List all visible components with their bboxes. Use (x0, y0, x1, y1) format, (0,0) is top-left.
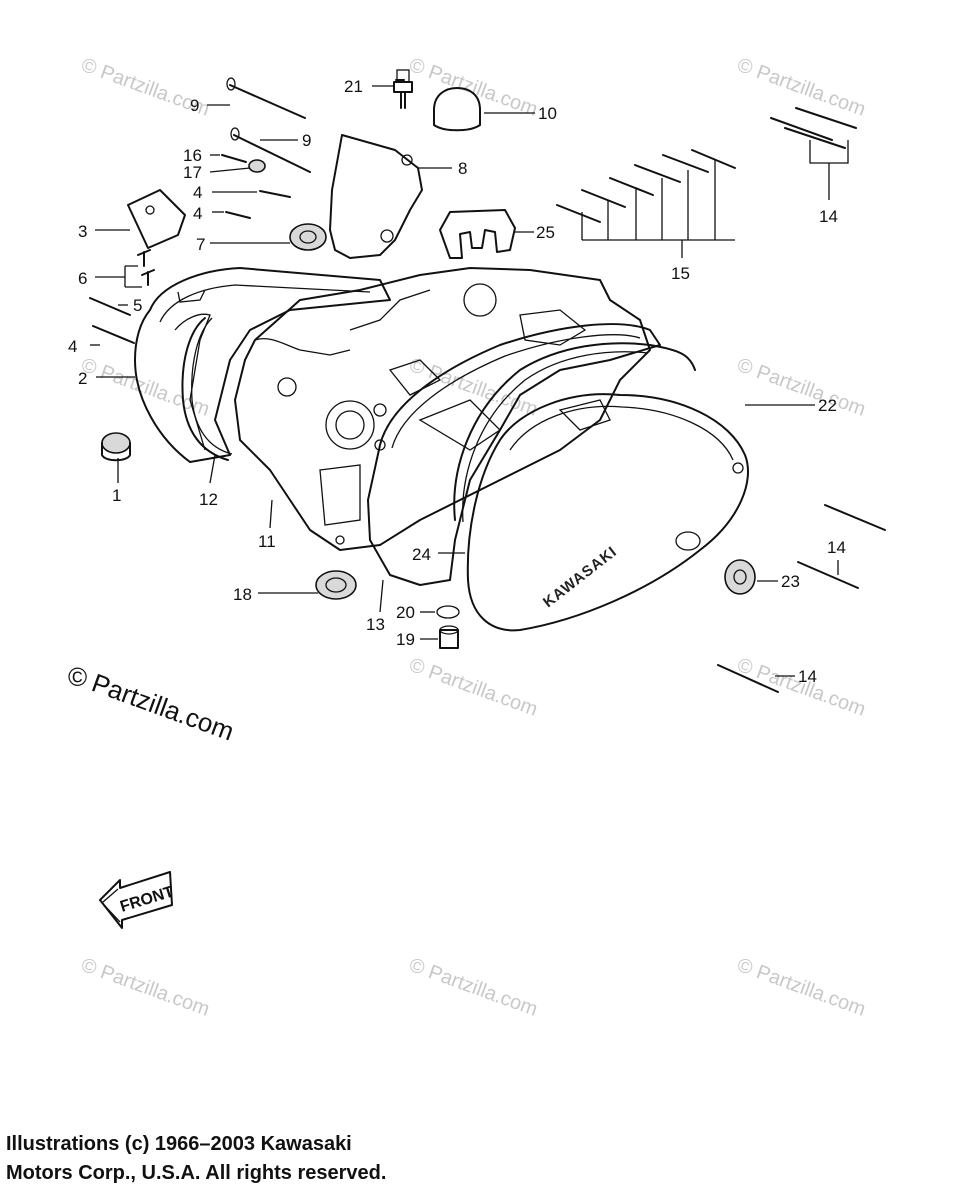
fitting-21 (393, 69, 413, 109)
callout-9: 9 (302, 131, 311, 150)
watermark: © Partzilla.com (734, 954, 868, 1021)
bolts (89, 77, 886, 693)
callout-22: 22 (818, 396, 837, 415)
callout-24: 24 (412, 545, 431, 564)
cap-10 (433, 87, 481, 132)
callout-14: 14 (819, 207, 838, 226)
callout-8: 8 (458, 159, 467, 178)
callout-19: 19 (396, 630, 415, 649)
callout-5: 5 (133, 296, 142, 315)
watermark: © Partzilla.com (406, 54, 540, 121)
callout-2: 2 (78, 369, 87, 388)
bracket-3 (127, 189, 186, 249)
callout-3: 3 (78, 222, 87, 241)
screws-6 (137, 249, 155, 286)
callout-labels: 1 2 3 4 4 4 5 6 7 8 9 9 10 11 12 13 14 1… (68, 77, 846, 686)
watermark: © Partzilla.com (78, 954, 212, 1021)
cover-o-ring (453, 342, 696, 523)
oil-seal-7 (289, 223, 327, 251)
watermark-large: Partzilla.com (88, 667, 238, 746)
callout-18: 18 (233, 585, 252, 604)
washer-17 (248, 159, 266, 173)
left-cover-gasket (181, 317, 233, 461)
callout-20: 20 (396, 603, 415, 622)
callout-10: 10 (538, 104, 557, 123)
watermark: © Partzilla.com (734, 654, 868, 721)
callout-4: 4 (193, 204, 202, 223)
crankcase (234, 267, 651, 551)
right-cover-gasket (367, 323, 661, 586)
leader-lines (90, 85, 849, 677)
callout-14: 14 (827, 538, 846, 557)
watermark-large-symbol: © (68, 662, 87, 692)
callout-25: 25 (536, 223, 555, 242)
callout-12: 12 (199, 490, 218, 509)
callout-6: 6 (78, 269, 87, 288)
callout-9: 9 (190, 96, 199, 115)
plug-1 (101, 432, 131, 462)
left-engine-cover (134, 267, 391, 463)
callout-23: 23 (781, 572, 800, 591)
grommet-23 (724, 559, 756, 595)
callout-4: 4 (193, 183, 202, 202)
right-outer-cover: KAWASAKI (466, 393, 749, 632)
callout-15: 15 (671, 264, 690, 283)
callout-4: 4 (68, 337, 77, 356)
watermark: © Partzilla.com (406, 954, 540, 1021)
clip (439, 209, 516, 259)
callout-7: 7 (196, 235, 205, 254)
copyright-line-2: Motors Corp., U.S.A. All rights reserved… (6, 1162, 387, 1184)
callout-21: 21 (344, 77, 363, 96)
callout-11: 11 (258, 532, 276, 551)
copyright-notice: Illustrations (c) 1966–2003 Kawasaki Mot… (6, 1130, 386, 1188)
callout-14: 14 (798, 667, 817, 686)
callout-13: 13 (366, 615, 385, 634)
oil-seal-18 (315, 570, 357, 600)
copyright-line-1: Illustrations (c) 1966–2003 Kawasaki (6, 1133, 352, 1155)
watermarks: © Partzilla.com © Partzilla.com © Partzi… (68, 54, 868, 1021)
callout-1: 1 (112, 486, 121, 505)
callout-17: 17 (183, 163, 202, 182)
plug-19 (439, 625, 459, 649)
callout-16: 16 (183, 146, 202, 165)
front-arrow-label: FRONT (118, 883, 176, 915)
kawasaki-logo: KAWASAKI (540, 543, 620, 611)
front-arrow: FRONT (99, 871, 176, 929)
washer-20 (436, 605, 460, 619)
chain-cover (329, 134, 423, 259)
watermark: © Partzilla.com (406, 654, 540, 721)
watermark: © Partzilla.com (734, 354, 868, 421)
